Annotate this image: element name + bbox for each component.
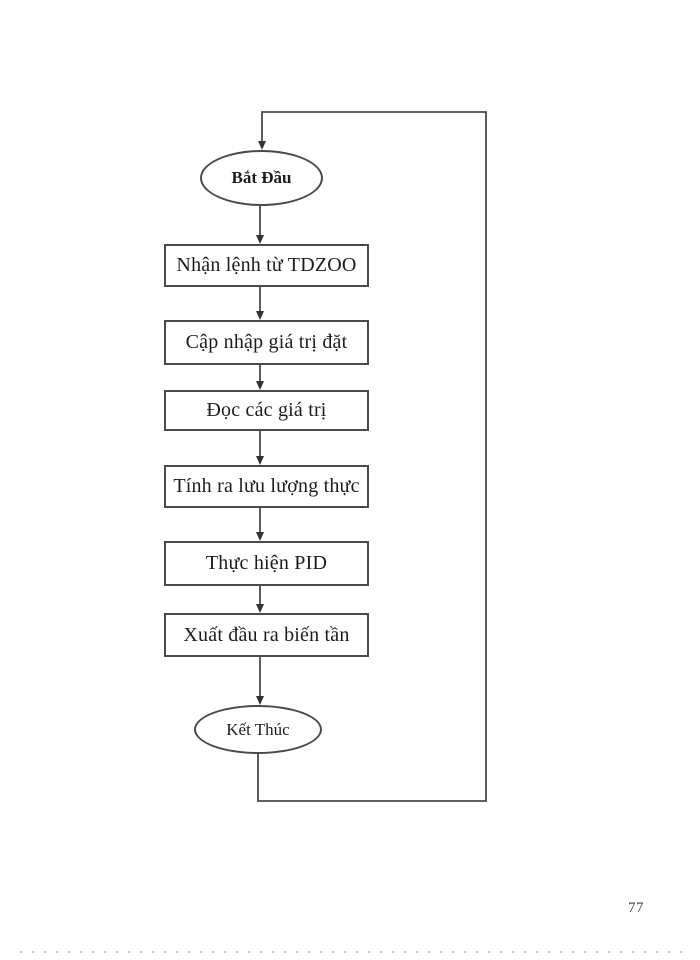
flow-node-receive-command-label: Nhận lệnh từ TDZOO	[176, 254, 357, 276]
flow-node-update-setpoint-label: Cập nhập giá trị đặt	[185, 331, 348, 353]
arrowhead-into-compute	[256, 456, 264, 465]
flow-node-start: Bắt Đầu	[200, 150, 323, 206]
flow-node-end-label: Kết Thúc	[226, 719, 290, 739]
flow-node-run-pid: Thực hiện PID	[164, 541, 369, 586]
flow-node-output-inverter: Xuất đầu ra biến tần	[164, 613, 369, 657]
arrowhead-into-update	[256, 311, 264, 320]
arrowhead-into-end	[256, 696, 264, 705]
arrowhead-into-output	[256, 604, 264, 613]
flow-node-update-setpoint: Cập nhập giá trị đặt	[164, 320, 369, 365]
arrowhead-into-receive	[256, 235, 264, 244]
connector-loop-back	[257, 111, 487, 802]
flow-node-output-inverter-label: Xuất đầu ra biến tần	[183, 623, 350, 646]
arrowhead-into-start	[258, 141, 266, 150]
flow-node-start-label: Bắt Đầu	[231, 168, 292, 187]
flow-node-read-values-label: Đọc các giá trị	[206, 399, 327, 421]
flow-node-compute-flow: Tính ra lưu lượng thực	[164, 465, 369, 508]
arrowhead-into-read	[256, 381, 264, 390]
flow-node-run-pid-label: Thực hiện PID	[205, 552, 328, 574]
page-number: 77	[628, 900, 644, 916]
flow-node-compute-flow-label: Tính ra lưu lượng thực	[173, 475, 360, 497]
bottom-dotted-divider	[20, 951, 692, 953]
flow-node-receive-command: Nhận lệnh từ TDZOO	[164, 244, 369, 287]
flow-node-read-values: Đọc các giá trị	[164, 390, 369, 431]
flow-node-end: Kết Thúc	[194, 705, 322, 754]
arrowhead-into-pid	[256, 532, 264, 541]
